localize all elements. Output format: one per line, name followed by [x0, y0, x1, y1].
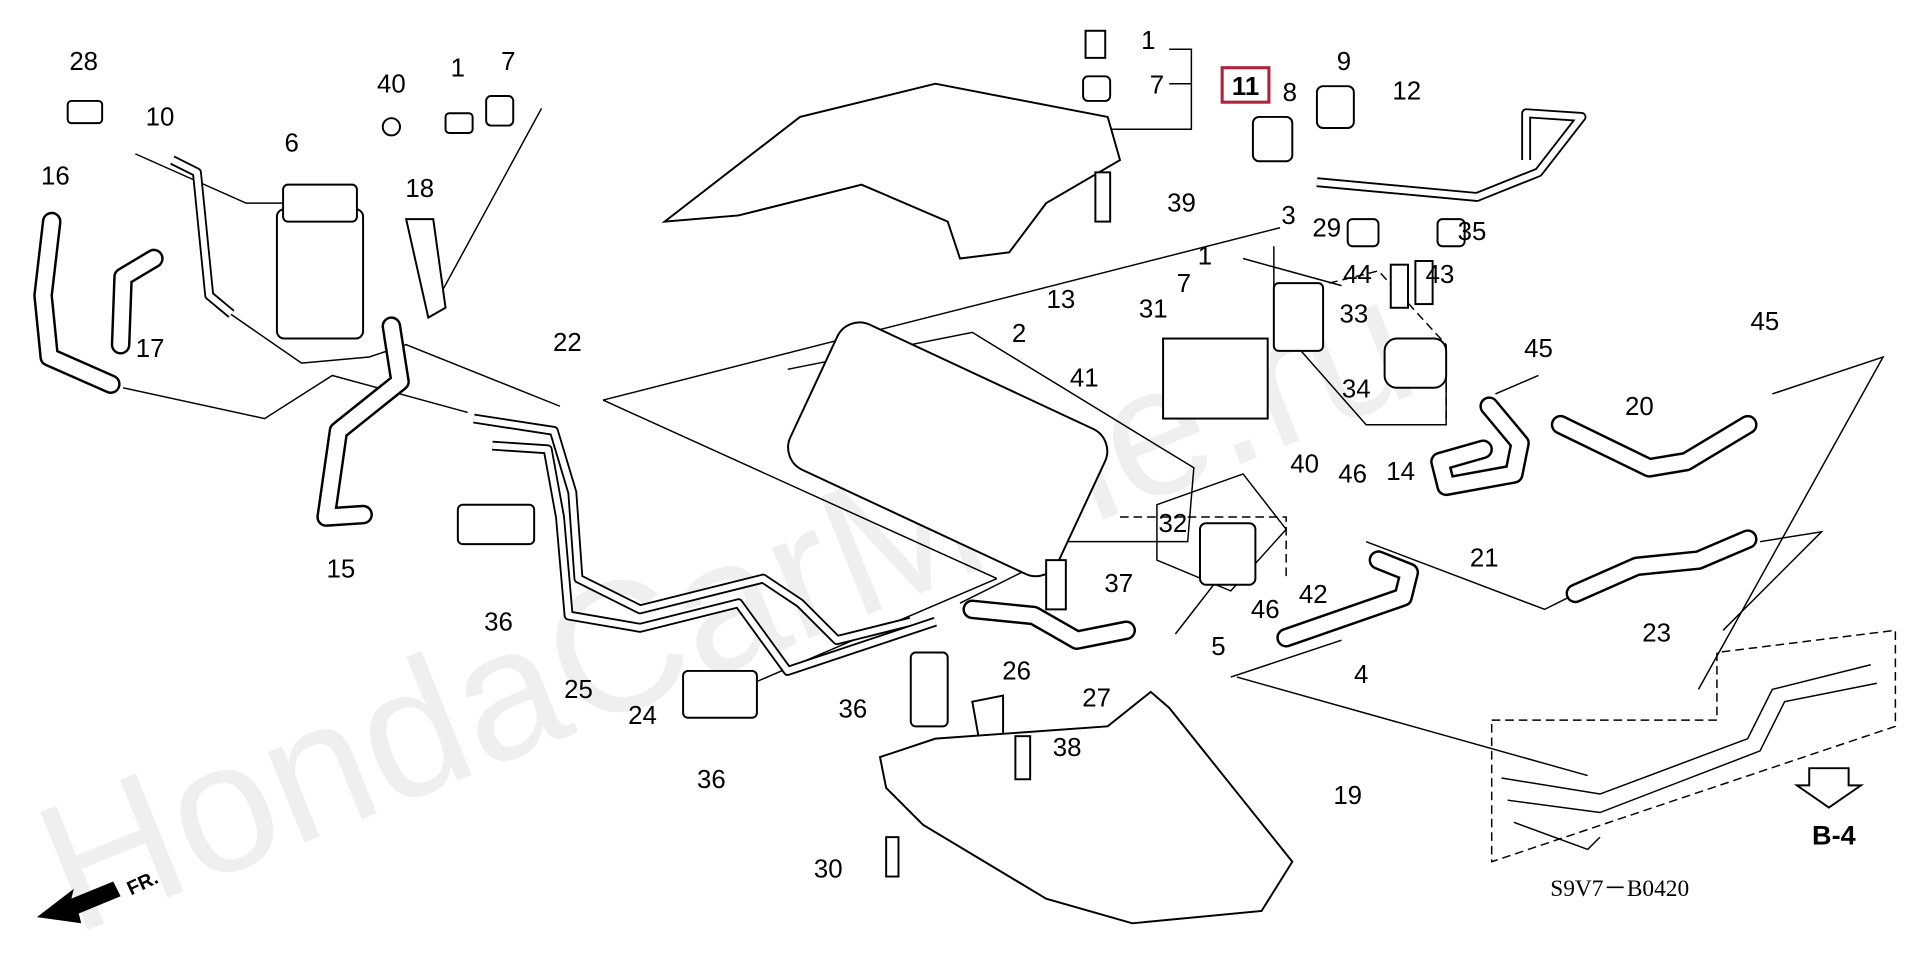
callout[interactable]: 23 [1642, 619, 1671, 647]
callout[interactable]: 4 [1354, 661, 1368, 689]
callout[interactable]: 31 [1139, 296, 1168, 324]
callouts: 28 40 1 7 10 6 18 16 17 15 22 1 7 11 8 9… [41, 27, 1779, 884]
callout[interactable]: 46 [1338, 461, 1367, 489]
callout[interactable]: 28 [69, 48, 98, 76]
callout[interactable]: 3 [1281, 202, 1295, 230]
callout[interactable]: 38 [1053, 734, 1082, 762]
callout[interactable]: 20 [1625, 393, 1654, 421]
reference-arrow-icon [1793, 767, 1865, 809]
callout[interactable]: 14 [1386, 458, 1415, 486]
parts [33, 29, 1878, 925]
callout[interactable]: 9 [1337, 48, 1351, 76]
callout[interactable]: 45 [1751, 308, 1780, 336]
callout[interactable]: 7 [501, 48, 515, 76]
fuel-filter [275, 208, 365, 340]
callout[interactable]: 1 [1198, 243, 1212, 271]
callout[interactable]: 40 [1290, 451, 1319, 479]
callout[interactable]: 7 [1150, 72, 1164, 100]
callout[interactable]: 32 [1159, 510, 1188, 538]
callout[interactable]: 44 [1343, 261, 1372, 289]
callout[interactable]: 5 [1211, 633, 1225, 661]
callout[interactable]: 39 [1167, 190, 1196, 218]
diagram-code: S9V7－B0420 [1550, 876, 1689, 902]
callout[interactable]: 25 [564, 676, 593, 704]
front-arrow-icon [36, 881, 121, 924]
callout[interactable]: 34 [1342, 376, 1371, 404]
callout[interactable]: 16 [41, 163, 70, 191]
callout[interactable]: 41 [1070, 365, 1099, 393]
callout[interactable]: 2 [1012, 320, 1026, 348]
callout[interactable]: 21 [1470, 544, 1499, 572]
highlight-box [1220, 66, 1271, 104]
callout[interactable]: 29 [1312, 214, 1341, 242]
callout[interactable]: 15 [327, 555, 356, 583]
callout[interactable]: 36 [697, 766, 726, 794]
callout-highlighted[interactable]: 11 [1232, 73, 1259, 101]
callout[interactable]: 43 [1426, 261, 1455, 289]
callout[interactable]: 1 [1141, 27, 1155, 55]
callout[interactable]: 27 [1082, 685, 1111, 713]
callout[interactable]: 30 [814, 856, 843, 884]
callout[interactable]: 19 [1333, 782, 1362, 810]
callout[interactable]: 37 [1104, 570, 1133, 598]
callout[interactable]: 24 [628, 702, 657, 730]
callout[interactable]: 45 [1524, 335, 1553, 363]
callout[interactable]: 35 [1458, 218, 1487, 246]
callout[interactable]: 36 [484, 608, 513, 636]
callout[interactable]: 26 [1002, 658, 1031, 686]
callout[interactable]: 13 [1047, 286, 1076, 314]
callout[interactable]: 42 [1299, 581, 1328, 609]
callout[interactable]: 17 [136, 335, 165, 363]
canister [787, 321, 1109, 578]
callout[interactable]: 8 [1283, 79, 1297, 107]
reference-link-b4[interactable]: B-4 [1812, 820, 1856, 851]
callout[interactable]: 40 [377, 70, 406, 98]
callout[interactable]: 22 [553, 329, 582, 357]
callout[interactable]: 10 [146, 104, 175, 132]
callout[interactable]: 33 [1339, 301, 1368, 329]
callout[interactable]: 12 [1392, 78, 1421, 106]
callout[interactable]: 18 [405, 175, 434, 203]
callout[interactable]: 7 [1177, 270, 1191, 298]
callout[interactable]: 46 [1251, 596, 1280, 624]
callout[interactable]: 1 [451, 54, 465, 82]
callout[interactable]: 36 [839, 696, 868, 724]
callout[interactable]: 6 [285, 129, 299, 157]
